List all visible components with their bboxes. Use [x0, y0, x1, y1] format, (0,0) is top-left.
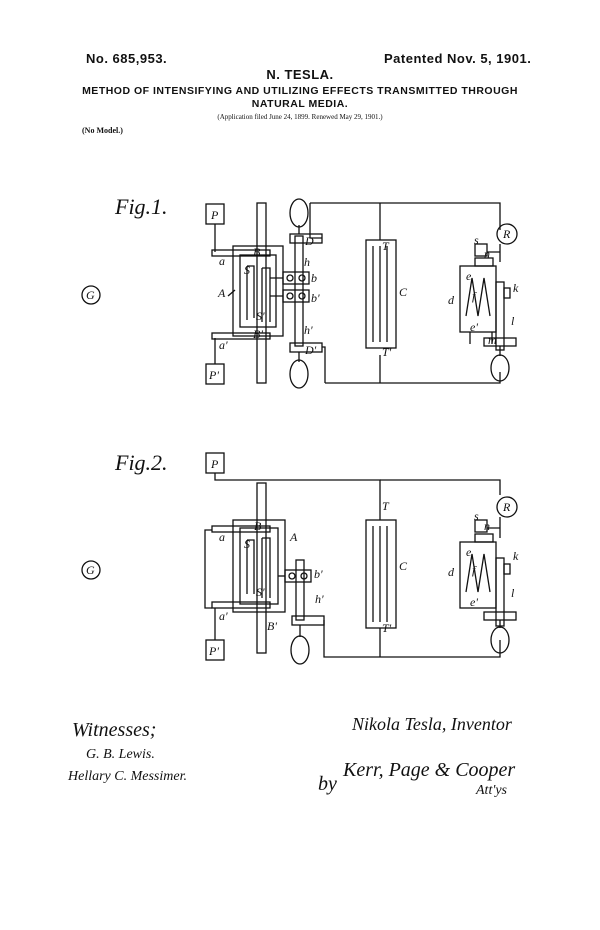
- fig2-label-f: f: [472, 563, 477, 577]
- fig1-label-big-a: A: [217, 286, 226, 300]
- fig2-relay-r: [496, 496, 518, 518]
- fig1-label-g: G: [86, 288, 95, 302]
- fig2-label-ep: e': [470, 595, 478, 609]
- fig1-label-b: b: [311, 271, 317, 285]
- fig2-label-d: d: [448, 565, 455, 579]
- fig2-label-p: P: [210, 457, 219, 471]
- fig1-bottom-wire: [325, 372, 501, 384]
- fig1-label-p: P: [210, 208, 219, 222]
- fig1-label-bp-upper: B': [253, 327, 263, 341]
- fig1-label-r: R: [502, 227, 511, 241]
- fig1-label-s: S: [244, 263, 250, 277]
- fig2-label-bp-upper: B': [267, 619, 277, 633]
- fig1-label-t: T: [382, 239, 390, 253]
- fig2-label-e: e: [466, 545, 472, 559]
- fig2-label-l: l: [511, 586, 515, 600]
- fig1-label-d: d: [448, 293, 455, 307]
- figure-1: [81, 198, 518, 389]
- witness-1-signature: G. B. Lewis.: [86, 747, 155, 762]
- fig2-right-bulb: [490, 626, 510, 654]
- fig2-label-pp: P': [208, 644, 219, 658]
- fig1-relay-r: [496, 223, 518, 245]
- fig1-label-bp: b': [311, 291, 320, 305]
- fig1-label-h: h: [304, 255, 310, 269]
- fig1-label-e: e: [466, 269, 472, 283]
- fig2-label-hp: h': [315, 592, 324, 606]
- fig1-label-ap: a': [219, 338, 228, 352]
- figure-2: [81, 452, 518, 665]
- inventor-signature: Nikola Tesla, Inventor: [351, 714, 513, 734]
- fig2-label-s: S: [244, 537, 250, 551]
- fig1-bulb-top: [289, 198, 309, 228]
- patent-title-line1: METHOD OF INTENSIFYING AND UTILIZING EFF…: [82, 85, 518, 97]
- fig1-arm-a: [211, 249, 271, 257]
- fig1-bulb-bottom: [289, 359, 309, 389]
- fig2-central-rod: [256, 482, 267, 654]
- fig1-ground: [81, 285, 101, 305]
- fig2-bottom-wire: [323, 620, 501, 658]
- witnesses-label: Witnesses;: [72, 719, 156, 741]
- fig2-ground: [81, 560, 101, 580]
- fig1-label-d-clamp: D: [304, 234, 314, 248]
- fig1-holder-shaft: [294, 235, 304, 347]
- fig2-label-bp: b': [314, 567, 323, 581]
- witness-2-signature: Hellary C. Messimer.: [67, 769, 187, 784]
- fig1-label-tp: T': [382, 345, 392, 359]
- fig1-caption: Fig.1.: [114, 194, 168, 219]
- fig2-label-tp: T': [382, 621, 392, 635]
- fig2-receiver-box: [232, 519, 286, 613]
- fig1-label-m: m: [488, 333, 497, 347]
- fig2-label-r: R: [502, 500, 511, 514]
- fig2-label-n: n: [484, 519, 490, 533]
- fig2-caption: Fig.2.: [114, 450, 168, 475]
- fig2-label-big-a: A: [289, 530, 298, 544]
- fig2-zigzag: [465, 553, 491, 593]
- patent-number: No. 685,953.: [86, 51, 168, 66]
- by-label: by: [318, 773, 337, 795]
- fig2-label-b-upper: B: [254, 519, 262, 533]
- application-note: (Application filed June 24, 1899. Renewe…: [217, 113, 383, 121]
- fig2-label-sp: S': [256, 585, 265, 599]
- fig2-label-a: a: [219, 530, 225, 544]
- fig1-label-s-small: s: [474, 233, 479, 247]
- fig1-central-rod: [256, 202, 267, 384]
- patent-title-line2: NATURAL MEDIA.: [251, 98, 349, 110]
- fig1-label-sp: S': [256, 309, 265, 323]
- fig1-label-a: a: [219, 254, 225, 268]
- fig1-label-c: C: [399, 285, 408, 299]
- fig1-condenser: [365, 239, 397, 349]
- fig1-right-bulb: [490, 354, 510, 382]
- fig2-label-t: T: [382, 499, 390, 513]
- fig1-label-k: k: [513, 281, 519, 295]
- attorneys-signature: Kerr, Page & Cooper: [342, 759, 515, 781]
- fig2-label-k: k: [513, 549, 519, 563]
- fig1-top-wire: [310, 202, 501, 230]
- fig1-label-dp-clamp: D': [304, 343, 317, 357]
- fig2-arm-a: [211, 525, 271, 533]
- fig1-label-b-upper: B: [253, 245, 261, 259]
- inventor-name: N. TESLA.: [266, 67, 334, 82]
- fig1-label-n: n: [484, 247, 490, 261]
- fig2-label-s-small: s: [474, 509, 479, 523]
- fig1-label-ep: e': [470, 320, 478, 334]
- attys-label: Att'ys: [475, 783, 508, 798]
- fig1-label-hp: h': [304, 323, 313, 337]
- fig2-top-wire: [214, 473, 381, 500]
- fig1-label-f: f: [472, 289, 477, 303]
- fig1-label-pp: P': [208, 368, 219, 382]
- fig2-arm-ap: [211, 601, 271, 609]
- fig1-zigzag: [465, 277, 491, 317]
- patent-date: Patented Nov. 5, 1901.: [384, 51, 532, 66]
- fig2-label-c: C: [399, 559, 408, 573]
- fig1-label-l: l: [511, 314, 515, 328]
- model-note: (No Model.): [82, 126, 123, 135]
- fig2-condenser: [365, 519, 397, 629]
- fig2-bulb: [290, 635, 310, 665]
- fig2-label-g: G: [86, 563, 95, 577]
- fig2-label-ap: a': [219, 609, 228, 623]
